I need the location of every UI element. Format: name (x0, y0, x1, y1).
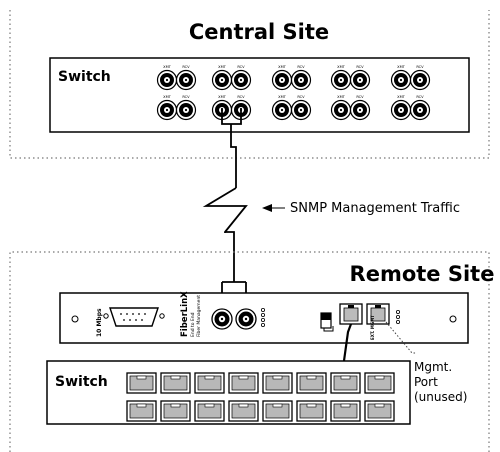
fiber-connector-icon (349, 99, 371, 121)
port-label: XMT (397, 65, 406, 69)
remote-site-boundary (9, 251, 490, 452)
port-label: RCV (297, 95, 305, 99)
fiber-connector-icon (409, 99, 431, 121)
rj45-port-icon (330, 372, 361, 394)
mount-screw-icon (71, 315, 79, 323)
fiber-connector-icon (390, 99, 412, 121)
port-label: XMT (337, 95, 346, 99)
rj45-port-icon (228, 400, 259, 422)
fiber-connector-icon (175, 69, 197, 91)
fiber-connector-icon (349, 69, 371, 91)
arrow-left-icon (262, 204, 272, 212)
rj45-port-array (126, 372, 395, 422)
status-led-icon (260, 307, 265, 327)
fiber-connector-icon (290, 99, 312, 121)
mount-screw-icon (449, 315, 457, 323)
remote-site-title: Remote Site (350, 262, 495, 286)
rj45-port-icon (194, 372, 225, 394)
port-label: RCV (356, 65, 364, 69)
port-label: XMT (218, 95, 227, 99)
central-site-title: Central Site (189, 20, 329, 44)
rj45-port-icon (330, 400, 361, 422)
serial-port-icon (103, 307, 165, 327)
brand-label: FiberLinX (180, 291, 190, 337)
fiber-connector-icon (271, 69, 293, 91)
port-label: RCV (182, 65, 190, 69)
fiber-connector-icon (156, 69, 178, 91)
fiber-connector-icon (409, 69, 431, 91)
rj45-port-icon (126, 372, 157, 394)
central-site-boundary (9, 10, 490, 159)
port-label: XMT (337, 65, 346, 69)
port-label: XMT (278, 65, 287, 69)
rj45-port-icon (296, 400, 327, 422)
rj45-port-icon (339, 303, 363, 325)
rj45-port-icon (126, 400, 157, 422)
rj45-port-icon (262, 372, 293, 394)
fiber-connector-icon (230, 69, 252, 91)
port-label: RCV (237, 65, 245, 69)
fiber-connector-icon (235, 308, 257, 330)
port-label: XMT (163, 65, 172, 69)
fiber-connector-icon (156, 99, 178, 121)
rj45-port-icon (364, 400, 395, 422)
rj45-port-icon (194, 400, 225, 422)
snmp-traffic-label: SNMP Management Traffic (290, 201, 460, 216)
fiber-connector-icon (211, 69, 233, 91)
fiber-connector-icon (211, 308, 233, 330)
brand-sub2: Fiber Management (196, 295, 202, 337)
ext-mgmt-label: EXT. MGMT (370, 315, 375, 340)
fiber-port-array: XMT RCV XMT RCV XMT RCV XMT RCV XMT RCV XMT RCV XMT R… (156, 65, 431, 121)
port-label: RCV (237, 95, 245, 99)
fiber-connector-icon (271, 99, 293, 121)
port-label: XMT (278, 95, 287, 99)
remote-switch: Switch (46, 360, 411, 425)
port-label: RCV (356, 95, 364, 99)
remote-drop-cable (225, 231, 235, 270)
mgmt-rj45-port-icon (366, 303, 390, 325)
fiberlinx-device: 10 Mbps FiberLinX End to End Fiber Manag… (59, 291, 469, 344)
fiber-connector-icon (330, 99, 352, 121)
port-label: XMT (218, 65, 227, 69)
port-label: XMT (163, 95, 172, 99)
port-label: XMT (397, 95, 406, 99)
wan-link-bolt (202, 187, 248, 233)
fiber-connector-icon (330, 69, 352, 91)
central-switch-label: Switch (58, 69, 111, 85)
status-led-icon (395, 309, 400, 324)
central-patch-cable (221, 108, 242, 188)
rj45-port-icon (296, 372, 327, 394)
rj45-port-icon (262, 400, 293, 422)
power-switch-icon (320, 312, 334, 332)
device-fiber-leads (221, 270, 247, 300)
rj45-port-icon (160, 372, 191, 394)
rj45-port-icon (228, 372, 259, 394)
rj45-port-icon (364, 372, 395, 394)
brand-sub1: End to End (190, 312, 196, 337)
mgmt-port-label-2: Port (414, 375, 438, 389)
port-label: RCV (297, 65, 305, 69)
remote-switch-label: Switch (55, 374, 108, 390)
snmp-traffic-annotation: SNMP Management Traffic (262, 201, 460, 216)
port-label: RCV (416, 95, 424, 99)
port-label: RCV (182, 95, 190, 99)
mgmt-port-label-1: Mgmt. (414, 360, 452, 374)
fiber-connector-icon (175, 99, 197, 121)
mgmt-port-label-3: (unused) (414, 390, 467, 404)
port-label: RCV (416, 65, 424, 69)
mgmt-port-leader (385, 321, 416, 354)
speed-label: 10 Mbps (96, 308, 103, 337)
fiber-connector-icon (390, 69, 412, 91)
rj45-port-icon (160, 400, 191, 422)
fiber-connector-icon (290, 69, 312, 91)
